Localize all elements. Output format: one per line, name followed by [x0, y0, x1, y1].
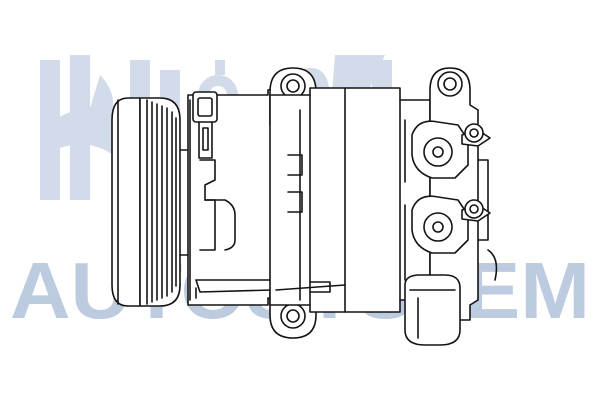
lower-port-icon	[411, 195, 491, 254]
pulley-icon	[111, 97, 191, 307]
front-housing	[187, 87, 279, 306]
upper-port-icon	[411, 120, 491, 179]
connector-icon	[192, 91, 218, 159]
main-body	[269, 87, 431, 313]
valve-icon	[404, 274, 461, 346]
